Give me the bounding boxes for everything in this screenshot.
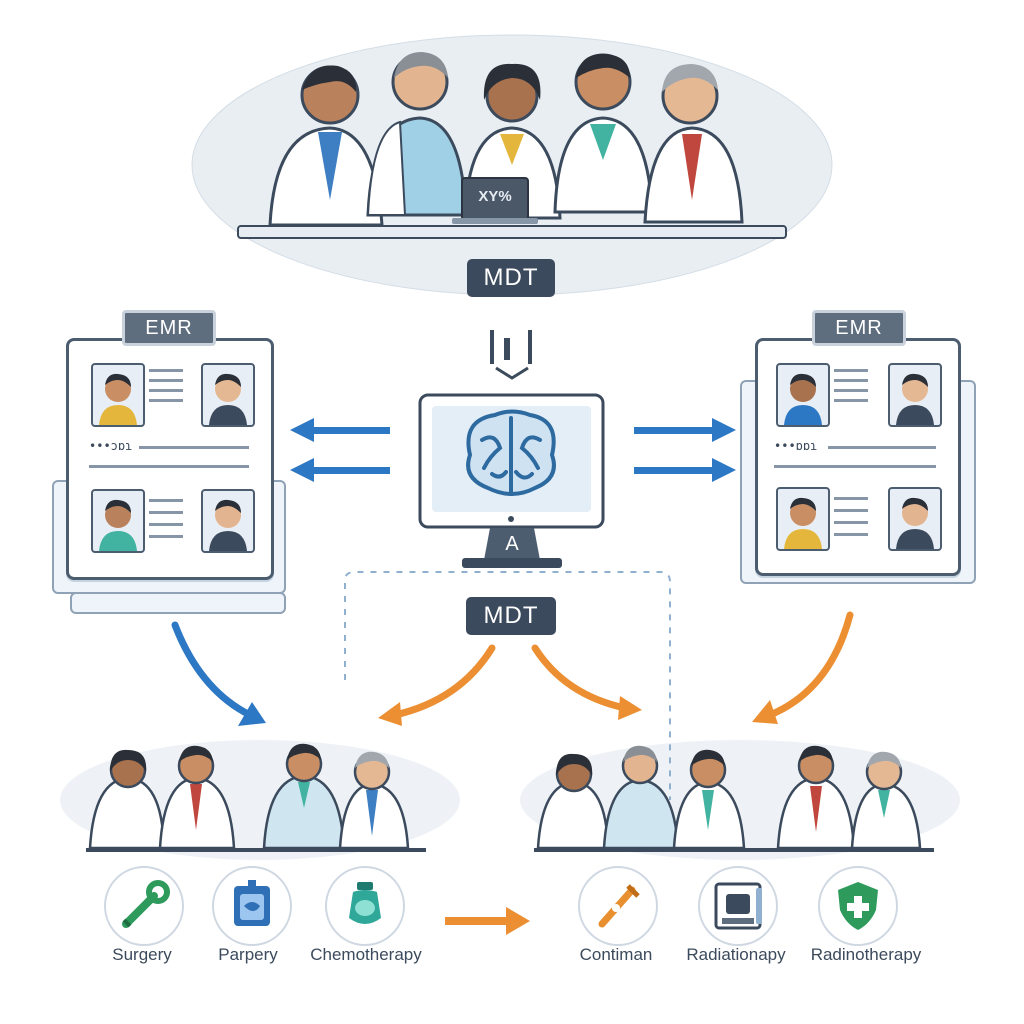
scalpel-wrench-icon [122, 880, 170, 928]
top-doctors-group [268, 52, 744, 227]
top-mdt-label: MDT [467, 259, 555, 297]
parpery-icon-circle[interactable] [212, 866, 292, 946]
patient-portrait [91, 363, 145, 427]
left-emr-card[interactable]: •••ɔɒɿ [66, 338, 274, 580]
patient-portrait [201, 363, 255, 427]
iv-bag-icon [234, 880, 270, 926]
arrows-left-to-emr [290, 418, 390, 482]
chemotherapy-label: Chemotherapy [310, 945, 422, 964]
chemotherapy-icon-circle[interactable] [325, 866, 405, 946]
monitor-stand-letter: A [505, 533, 519, 555]
orange-arrow-mdt-right [531, 644, 642, 720]
shield-cross-icon [838, 882, 878, 930]
contiman-label: Contiman [579, 945, 653, 964]
center-mdt-label: MDT [466, 597, 556, 635]
down-connector-icon [490, 330, 532, 380]
parpery-label: Parpery [218, 945, 278, 964]
surgery-label: Surgery [112, 945, 172, 964]
left-emr-stack-back-2 [70, 592, 286, 614]
patient-portrait [201, 489, 255, 553]
orange-curved-arrow-right [752, 611, 854, 724]
brain-icon [466, 409, 556, 496]
bottom-right-team [534, 745, 934, 852]
emr-record-scribble: •••ɒɒɿ [774, 439, 818, 453]
patient-portrait [91, 489, 145, 553]
syringe-icon [598, 884, 640, 928]
bottom-left-team [86, 743, 426, 852]
dashed-connector [344, 571, 671, 800]
patient-portrait [888, 363, 942, 427]
patient-portrait [776, 487, 830, 551]
emr-record-scribble: •••ɔɒɿ [89, 439, 133, 453]
patient-portrait [776, 363, 830, 427]
medicine-bottle-icon [349, 882, 381, 924]
contiman-icon-circle[interactable] [578, 866, 658, 946]
right-emr-card[interactable]: •••ɒɒɿ [755, 338, 961, 576]
radinotherapy-label: Radinotherapy [810, 945, 922, 964]
radinotherapy-icon-circle[interactable] [818, 866, 898, 946]
arrows-right-to-emr [634, 418, 736, 482]
orange-arrow-mdt-left [378, 644, 496, 726]
blue-curved-arrow-left [171, 621, 266, 726]
radiationapy-label: Radiationapy [686, 945, 786, 964]
laptop-text: XY% [478, 188, 512, 205]
radiation-machine-icon [714, 882, 762, 930]
top-table [237, 225, 787, 239]
orange-arrow-bottom [445, 907, 530, 935]
radiationapy-icon-circle[interactable] [698, 866, 778, 946]
right-emr-title: EMR [812, 310, 906, 346]
patient-portrait [888, 487, 942, 551]
laptop-base [452, 218, 538, 224]
surgery-icon-circle[interactable] [104, 866, 184, 946]
left-emr-title: EMR [122, 310, 216, 346]
